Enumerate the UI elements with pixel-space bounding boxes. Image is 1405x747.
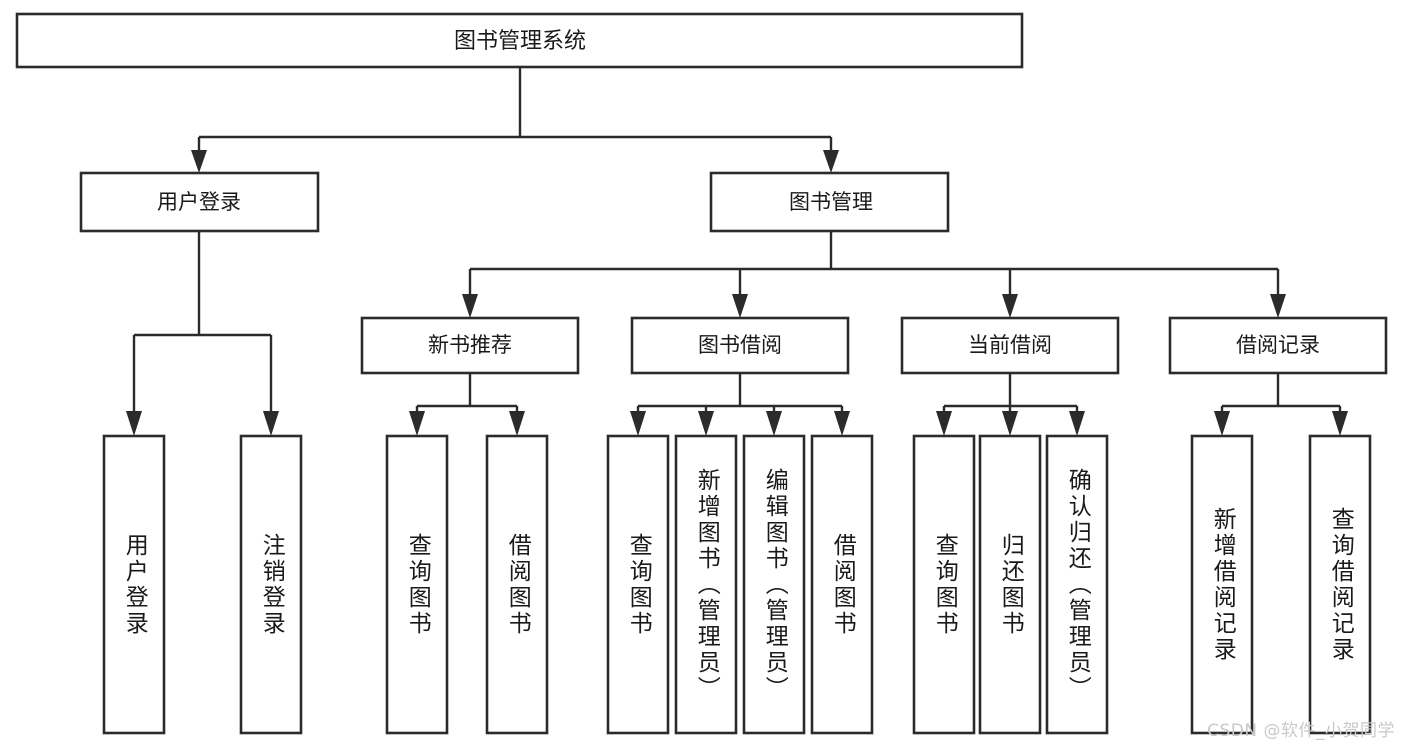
node-layer: 图书管理系统 用户登录 图书管理 新书推荐 图书借阅 当前借阅 借阅记录 — [15, 12, 1388, 735]
arrow-head-leaf-confirm-return — [1069, 411, 1085, 436]
arrow-head-leaf-user-logout — [263, 411, 279, 436]
arrow-head-new-book-recommend — [462, 294, 478, 318]
arrow-head-user-login — [191, 150, 207, 173]
arrow-head-leaf-user-login — [126, 411, 142, 436]
node-root-label: 图书管理系统 — [454, 29, 586, 54]
arrow-head-borrow-record — [1270, 294, 1286, 318]
node-leaf-borrow-book-1[interactable] — [485, 434, 549, 735]
node-book-borrow[interactable] — [630, 316, 850, 375]
arrow-head-leaf-borrow-book-2 — [834, 411, 850, 436]
node-leaf-add-record[interactable] — [1190, 434, 1254, 735]
node-leaf-return-book[interactable] — [978, 434, 1042, 735]
connector-layer — [126, 67, 1348, 436]
arrow-head-book-borrow — [732, 294, 748, 318]
node-leaf-borrow-book-2[interactable] — [810, 434, 874, 735]
node-leaf-add-book[interactable] — [674, 434, 738, 735]
arrow-head-leaf-query-book-2 — [630, 411, 646, 436]
arrow-head-leaf-query-book-1 — [409, 411, 425, 436]
node-borrow-record-label: 借阅记录 — [1236, 333, 1320, 357]
arrow-head-leaf-edit-book — [766, 411, 782, 436]
node-user-login[interactable] — [79, 171, 320, 233]
arrow-head-leaf-query-record — [1332, 411, 1348, 436]
node-root[interactable] — [15, 12, 1024, 69]
node-book-manage-label: 图书管理 — [789, 190, 873, 214]
node-borrow-record[interactable] — [1168, 316, 1388, 375]
node-current-borrow-label: 当前借阅 — [968, 333, 1052, 357]
node-new-book-recommend[interactable] — [360, 316, 580, 375]
node-user-login-label: 用户登录 — [157, 190, 241, 214]
csdn-watermark: CSDN @软件_小贺同学 — [1207, 721, 1395, 741]
node-leaf-confirm-return[interactable] — [1045, 434, 1109, 735]
arrow-head-leaf-add-record — [1214, 411, 1230, 436]
node-leaf-query-record[interactable] — [1308, 434, 1372, 735]
arrow-head-leaf-add-book — [698, 411, 714, 436]
node-leaf-edit-book[interactable] — [742, 434, 806, 735]
node-leaf-user-login[interactable] — [102, 434, 166, 735]
arrow-head-current-borrow — [1002, 294, 1018, 318]
node-leaf-query-book-3[interactable] — [912, 434, 976, 735]
node-leaf-user-logout[interactable] — [239, 434, 303, 735]
arrow-head-book-manage — [823, 150, 839, 173]
node-current-borrow[interactable] — [900, 316, 1120, 375]
node-book-borrow-label: 图书借阅 — [698, 333, 782, 357]
node-new-book-recommend-label: 新书推荐 — [428, 333, 512, 357]
node-leaf-query-book-1[interactable] — [385, 434, 449, 735]
arrow-head-leaf-return-book — [1002, 411, 1018, 436]
arrow-head-leaf-query-book-3 — [936, 411, 952, 436]
node-leaf-query-book-2[interactable] — [606, 434, 670, 735]
node-book-manage[interactable] — [709, 171, 950, 233]
arrow-head-leaf-borrow-book-1 — [509, 411, 525, 436]
